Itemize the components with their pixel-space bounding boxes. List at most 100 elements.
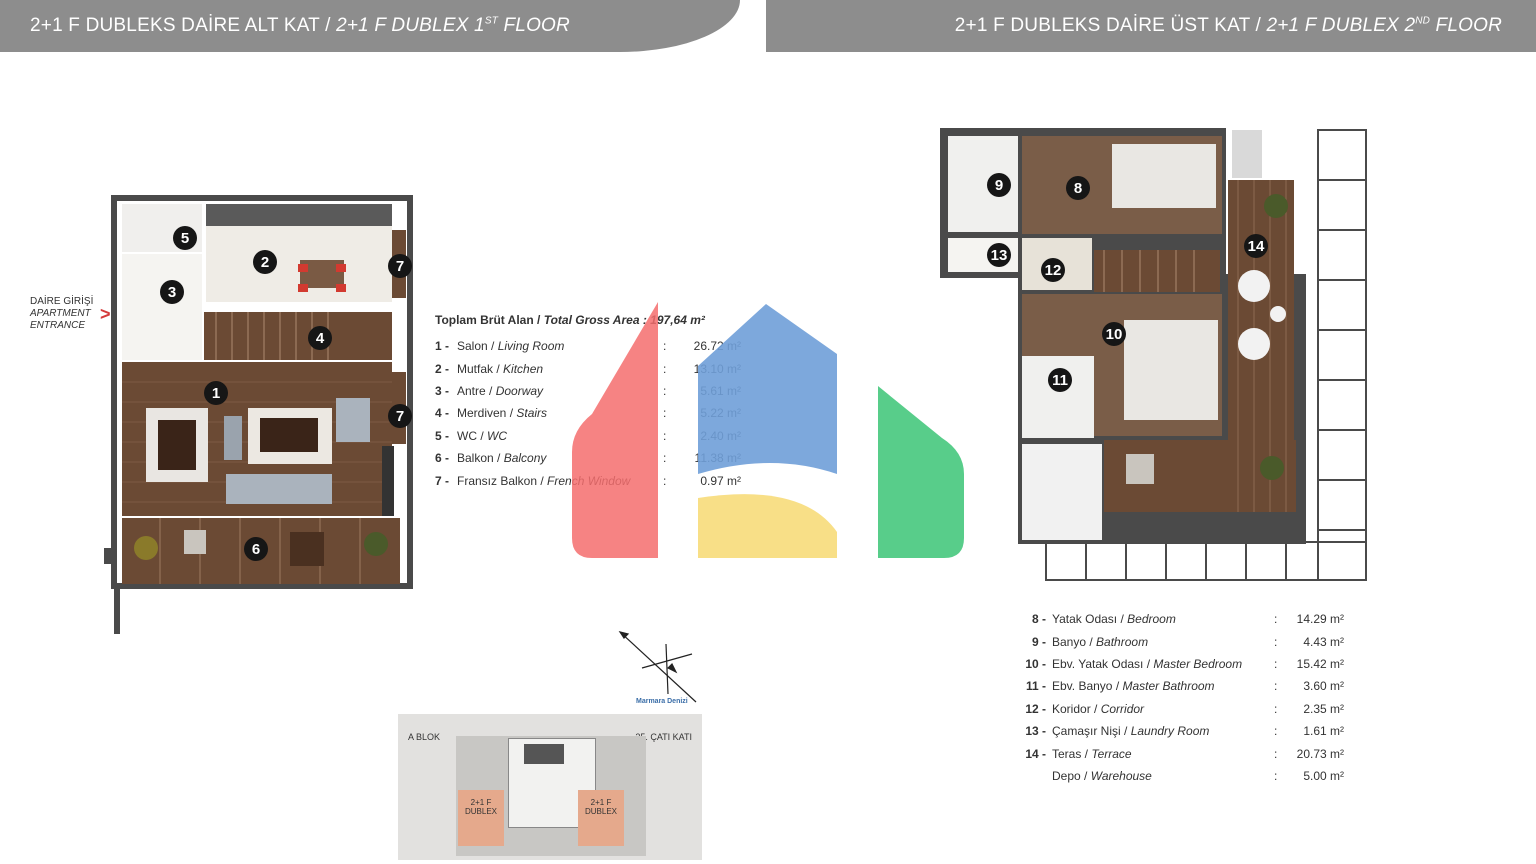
room-colon: : xyxy=(1274,656,1278,671)
marker-7-bottom: 7 xyxy=(388,404,412,428)
room-number: 5 - xyxy=(435,428,450,443)
room-area: 4.43 m² xyxy=(1303,634,1344,649)
marker-9: 9 xyxy=(987,173,1011,197)
keyplan-floor: 25. ÇATI KATI xyxy=(635,732,692,742)
compass-icon xyxy=(618,631,697,703)
room-number: 12 - xyxy=(1025,701,1046,716)
room-colon: : xyxy=(663,473,667,488)
room-number: 7 - xyxy=(435,473,450,488)
room-number: 6 - xyxy=(435,451,450,466)
lower-floor-sup: ST xyxy=(484,15,499,27)
upper-floor-title-tr: 2+1 F DUBLEKS DAİRE ÜST KAT / xyxy=(954,15,1261,36)
room-colon: : xyxy=(663,428,667,443)
room-area: 14.29 m² xyxy=(1296,612,1344,627)
upper_floor-row: 12 - Koridor / Corridor: 2.35 m² xyxy=(1018,698,1344,720)
room-label: Balkon / Balcony xyxy=(457,451,547,466)
entrance-label-en1: APARTMENT xyxy=(30,308,91,319)
room-label: Ebv. Banyo / Master Bathroom xyxy=(1052,679,1215,694)
lower-floor-title-en: 2+1 F DUBLEX 1 xyxy=(336,15,485,36)
marker-4: 4 xyxy=(308,326,332,350)
room-label: Teras / Terrace xyxy=(1052,746,1132,761)
room-area: 5.00 m² xyxy=(1303,768,1344,783)
marker-12: 12 xyxy=(1041,258,1065,282)
marker-7-top: 7 xyxy=(388,254,412,278)
room-colon: : xyxy=(663,406,667,421)
house-logo-icon xyxy=(572,302,964,558)
marker-5: 5 xyxy=(173,226,197,250)
total-gross-area: Toplam Brüt Alan / Total Gross Area : 19… xyxy=(435,313,705,327)
room-colon: : xyxy=(1274,634,1278,649)
room-number: 11 - xyxy=(1025,679,1046,694)
marker-1: 1 xyxy=(204,381,228,405)
upper-floor-sup: ND xyxy=(1415,15,1431,27)
room-number: 2 - xyxy=(435,361,450,376)
room-colon: : xyxy=(1274,724,1278,739)
entrance-label-en2: ENTRANCE xyxy=(30,320,86,331)
room-label: Koridor / Corridor xyxy=(1052,701,1145,716)
room-number: 1 - xyxy=(435,339,450,354)
room-area: 20.73 m² xyxy=(1296,746,1344,761)
room-area: 2.35 m² xyxy=(1303,701,1344,716)
room-number: 8 - xyxy=(1031,612,1046,627)
room-colon: : xyxy=(1274,768,1278,783)
room-colon: : xyxy=(663,361,667,376)
entrance-label-tr: DAİRE GİRİŞİ xyxy=(30,296,94,307)
marker-11: 11 xyxy=(1048,368,1072,392)
marker-10: 10 xyxy=(1102,322,1126,346)
room-area: 0.97 m² xyxy=(700,473,741,488)
marker-2: 2 xyxy=(253,250,277,274)
upper-floor-area-table: 8 - Yatak Odası / Bedroom: 14.29 m² 9 - Bany… xyxy=(1018,608,1344,787)
room-label: Merdiven / Stairs xyxy=(457,406,548,421)
upper_floor-row: Depo / Warehouse: 5.00 m² xyxy=(1018,765,1344,787)
room-label: Mutfak / Kitchen xyxy=(457,361,544,376)
room-label: Çamaşır Nişi / Laundry Room xyxy=(1052,724,1210,739)
upper_floor-row: 10 - Ebv. Yatak Odası / Master Bedroom: 15… xyxy=(1018,653,1344,675)
upper_floor-row: 14 - Teras / Terrace: 20.73 m² xyxy=(1018,742,1344,764)
upper_floor-row: 11 - Ebv. Banyo / Master Bathroom: 3.60 m² xyxy=(1018,675,1344,697)
lower-floor-title-floor: FLOOR xyxy=(503,15,570,36)
upper_floor-row: 9 - Banyo / Bathroom: 4.43 m² xyxy=(1018,630,1344,652)
marker-3: 3 xyxy=(160,280,184,304)
upper_floor-row: 8 - Yatak Odası / Bedroom: 14.29 m² xyxy=(1018,608,1344,630)
room-label: Ebv. Yatak Odası / Master Bedroom xyxy=(1052,656,1243,671)
lower-floor-title-tr: 2+1 F DUBLEKS DAİRE ALT KAT / xyxy=(30,15,331,36)
room-number: 3 - xyxy=(435,383,450,398)
marker-8: 8 xyxy=(1066,176,1090,200)
room-number: 4 - xyxy=(435,406,450,421)
room-label: Antre / Doorway xyxy=(457,383,544,398)
room-number: 14 - xyxy=(1025,746,1046,761)
room-label: Depo / Warehouse xyxy=(1052,768,1152,783)
room-colon: : xyxy=(1274,746,1278,761)
room-number: 13 - xyxy=(1025,724,1046,739)
marker-13: 13 xyxy=(987,243,1011,267)
room-colon: : xyxy=(1274,679,1278,694)
compass-label: Marmara Denizi xyxy=(636,698,688,705)
room-colon: : xyxy=(1274,612,1278,627)
room-colon: : xyxy=(663,451,667,466)
room-label: WC / WC xyxy=(457,428,508,443)
keyplan-unit-left: 2+1 F DUBLEX xyxy=(458,790,504,846)
upper-floor-title-floor: FLOOR xyxy=(1435,15,1502,36)
room-area: 15.42 m² xyxy=(1296,656,1344,671)
marker-6: 6 xyxy=(244,537,268,561)
upper-floor-title-en: 2+1 F DUBLEX 2 xyxy=(1266,15,1416,36)
room-label: Yatak Odası / Bedroom xyxy=(1052,612,1176,627)
room-label: Salon / Living Room xyxy=(457,339,565,354)
room-number: 9 - xyxy=(1031,634,1046,649)
keyplan-block: A BLOK xyxy=(408,732,441,742)
upper-floor-banner: 2+1 F DUBLEKS DAİRE ÜST KAT / 2+1 F DUBL… xyxy=(766,0,1536,52)
room-colon: : xyxy=(663,339,667,354)
lower-floor-banner: 2+1 F DUBLEKS DAİRE ALT KAT / 2+1 F DUBL… xyxy=(0,0,740,52)
room-label: Banyo / Bathroom xyxy=(1052,634,1149,649)
upper_floor-row: 13 - Çamaşır Nişi / Laundry Room: 1.61 m² xyxy=(1018,720,1344,742)
marker-14: 14 xyxy=(1244,234,1268,258)
room-colon: : xyxy=(663,383,667,398)
entrance-label: DAİRE GİRİŞİ APARTMENT ENTRANCE xyxy=(30,296,93,332)
room-area: 3.60 m² xyxy=(1303,679,1344,694)
room-area: 1.61 m² xyxy=(1303,724,1344,739)
key-plan: A BLOK 25. ÇATI KATI 2+1 F DUBLEX 2+1 F … xyxy=(398,714,702,860)
upper-floor-plan xyxy=(940,128,1367,581)
entrance-arrow-icon: > xyxy=(100,304,111,324)
room-number: 10 - xyxy=(1025,656,1046,671)
room-colon: : xyxy=(1274,701,1278,716)
